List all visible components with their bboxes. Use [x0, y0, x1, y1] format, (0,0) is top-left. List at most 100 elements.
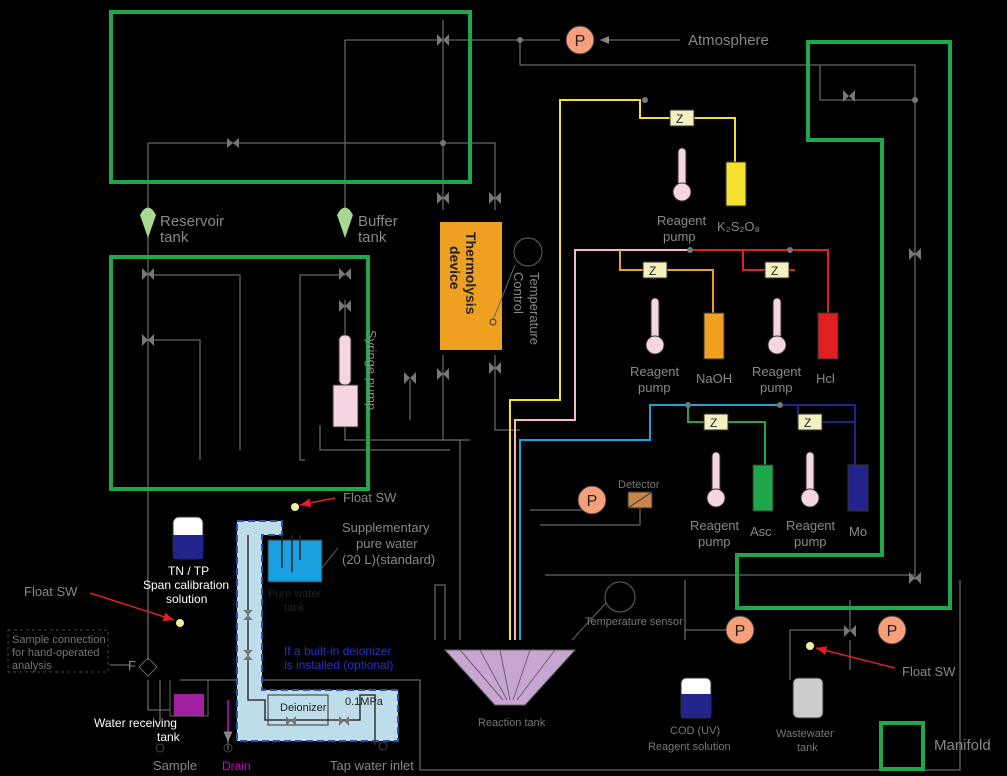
svg-text:Detector: Detector	[618, 479, 660, 491]
svg-text:Hcl: Hcl	[816, 371, 835, 386]
pump-p-label: P	[575, 33, 586, 50]
svg-text:P: P	[735, 623, 746, 640]
atmosphere-label: Atmosphere	[688, 32, 769, 49]
svg-text:Reagent: Reagent	[657, 213, 707, 228]
svg-text:K₂S₂O₈: K₂S₂O₈	[717, 219, 760, 234]
piping	[110, 20, 961, 771]
svg-text:Buffer: Buffer	[358, 213, 398, 230]
valve-icon	[339, 268, 351, 280]
svg-text:Z: Z	[649, 264, 656, 278]
valve-icon	[489, 362, 501, 374]
svg-text:is installed (optional): is installed (optional)	[284, 658, 393, 672]
svg-text:Sample: Sample	[153, 758, 197, 773]
temperature-sensor: Temperature sensor	[571, 581, 683, 641]
svg-text:Pure water: Pure water	[268, 588, 322, 600]
svg-text:Float SW: Float SW	[902, 664, 956, 679]
svg-text:Wastewater: Wastewater	[776, 728, 834, 740]
svg-text:Deionizer: Deionizer	[280, 702, 327, 714]
svg-text:Reagent: Reagent	[630, 364, 680, 379]
svg-text:F: F	[128, 658, 136, 673]
svg-text:pump: pump	[638, 380, 671, 395]
temperature-control: Temperature Control	[511, 237, 543, 345]
svg-text:Z: Z	[771, 264, 778, 278]
svg-text:Drain: Drain	[222, 759, 251, 773]
manifold-right	[735, 40, 952, 610]
svg-text:Float SW: Float SW	[343, 490, 397, 505]
span-calibration-bottle: TN / TP Span calibration solution	[143, 516, 229, 606]
syringe-pump: Syringe pump	[332, 330, 379, 428]
manifold-legend-box	[879, 721, 925, 771]
pump-p-icon	[577, 485, 607, 515]
atmosphere-pump: P Atmosphere	[565, 25, 769, 55]
svg-text:tank: tank	[797, 742, 818, 754]
pump-p-icon	[565, 25, 595, 55]
svg-text:pump: pump	[663, 229, 696, 244]
svg-text:P: P	[587, 493, 598, 510]
bottom-inlets: Sample Drain Tap water inlet	[153, 700, 414, 773]
svg-text:Span calibration: Span calibration	[143, 578, 229, 592]
svg-text:Reservoir: Reservoir	[160, 213, 224, 230]
valve-icon	[404, 372, 416, 384]
svg-text:Float SW: Float SW	[24, 584, 78, 599]
svg-text:tank: tank	[160, 229, 189, 246]
svg-text:device: device	[447, 246, 463, 290]
svg-text:tank: tank	[358, 229, 387, 246]
svg-text:Z: Z	[804, 416, 811, 430]
reagent-asc: Z Reagent pump Asc	[690, 413, 774, 549]
valve-icon	[437, 368, 449, 380]
svg-text:Asc: Asc	[750, 524, 772, 539]
manifold-legend-label: Manifold	[934, 737, 991, 754]
buffer-tank: Buffer tank	[337, 207, 398, 246]
svg-text:Z: Z	[676, 112, 683, 126]
svg-text:Z: Z	[710, 416, 717, 430]
svg-text:tank: tank	[284, 602, 305, 614]
svg-text:P: P	[887, 623, 898, 640]
svg-text:analysis: analysis	[12, 660, 52, 672]
wastewater-tank: P Float SW Wastewater tank	[776, 615, 956, 754]
svg-text:Water receiving: Water receiving	[94, 716, 177, 730]
pump-p-icon	[877, 615, 907, 645]
svg-text:Tap water inlet: Tap water inlet	[330, 758, 414, 773]
reservoir-tank: Reservoir tank	[140, 207, 224, 246]
svg-text:TN / TP: TN / TP	[168, 564, 209, 578]
svg-text:pump: pump	[794, 534, 827, 549]
svg-text:(20 L)(standard): (20 L)(standard)	[342, 552, 435, 567]
svg-text:Reagent solution: Reagent solution	[648, 741, 731, 753]
manifold-left	[109, 255, 370, 491]
reaction-tank: Reaction tank	[443, 649, 577, 729]
svg-text:pump: pump	[698, 534, 731, 549]
svg-text:Reaction tank: Reaction tank	[478, 717, 546, 729]
reagent-hcl: Z Reagent pump Hcl	[752, 261, 839, 395]
valve-icon	[227, 138, 239, 148]
valve-icon	[843, 90, 855, 102]
valve-icon	[142, 334, 154, 346]
reagent-naoh: Z Reagent pump NaOH	[630, 261, 732, 395]
manifold-top	[109, 10, 472, 184]
svg-text:tank: tank	[157, 730, 181, 744]
float-sw-left: Float SW	[24, 584, 184, 627]
reagent-lines	[509, 99, 856, 640]
deionizer-area: Deionizer 0.1MPa If a built-in deionizer…	[236, 520, 399, 751]
cod-reagent: P COD (UV) Reagent solution	[648, 615, 755, 753]
svg-text:for hand-operated: for hand-operated	[12, 647, 99, 659]
svg-text:Reagent: Reagent	[752, 364, 802, 379]
water-receiving-tank: Water receiving tank Sample connection f…	[7, 629, 209, 744]
svg-text:Temperature sensor: Temperature sensor	[585, 616, 683, 628]
valve-icon	[909, 572, 921, 584]
svg-text:Control: Control	[511, 272, 526, 314]
valve-icon	[489, 192, 501, 204]
svg-text:Syringe pump: Syringe pump	[364, 330, 379, 410]
svg-text:pump: pump	[760, 380, 793, 395]
svg-text:COD (UV): COD (UV)	[670, 725, 720, 737]
valves	[142, 34, 921, 637]
svg-text:pure water: pure water	[356, 536, 418, 551]
svg-text:Reagent: Reagent	[690, 518, 740, 533]
valve-icon	[909, 248, 921, 260]
svg-text:Reagent: Reagent	[786, 518, 836, 533]
valve-icon	[142, 268, 154, 280]
svg-text:solution: solution	[166, 592, 207, 606]
svg-text:NaOH: NaOH	[696, 371, 732, 386]
valve-icon	[437, 192, 449, 204]
thermolysis-device: Thermolysis device	[440, 222, 516, 350]
